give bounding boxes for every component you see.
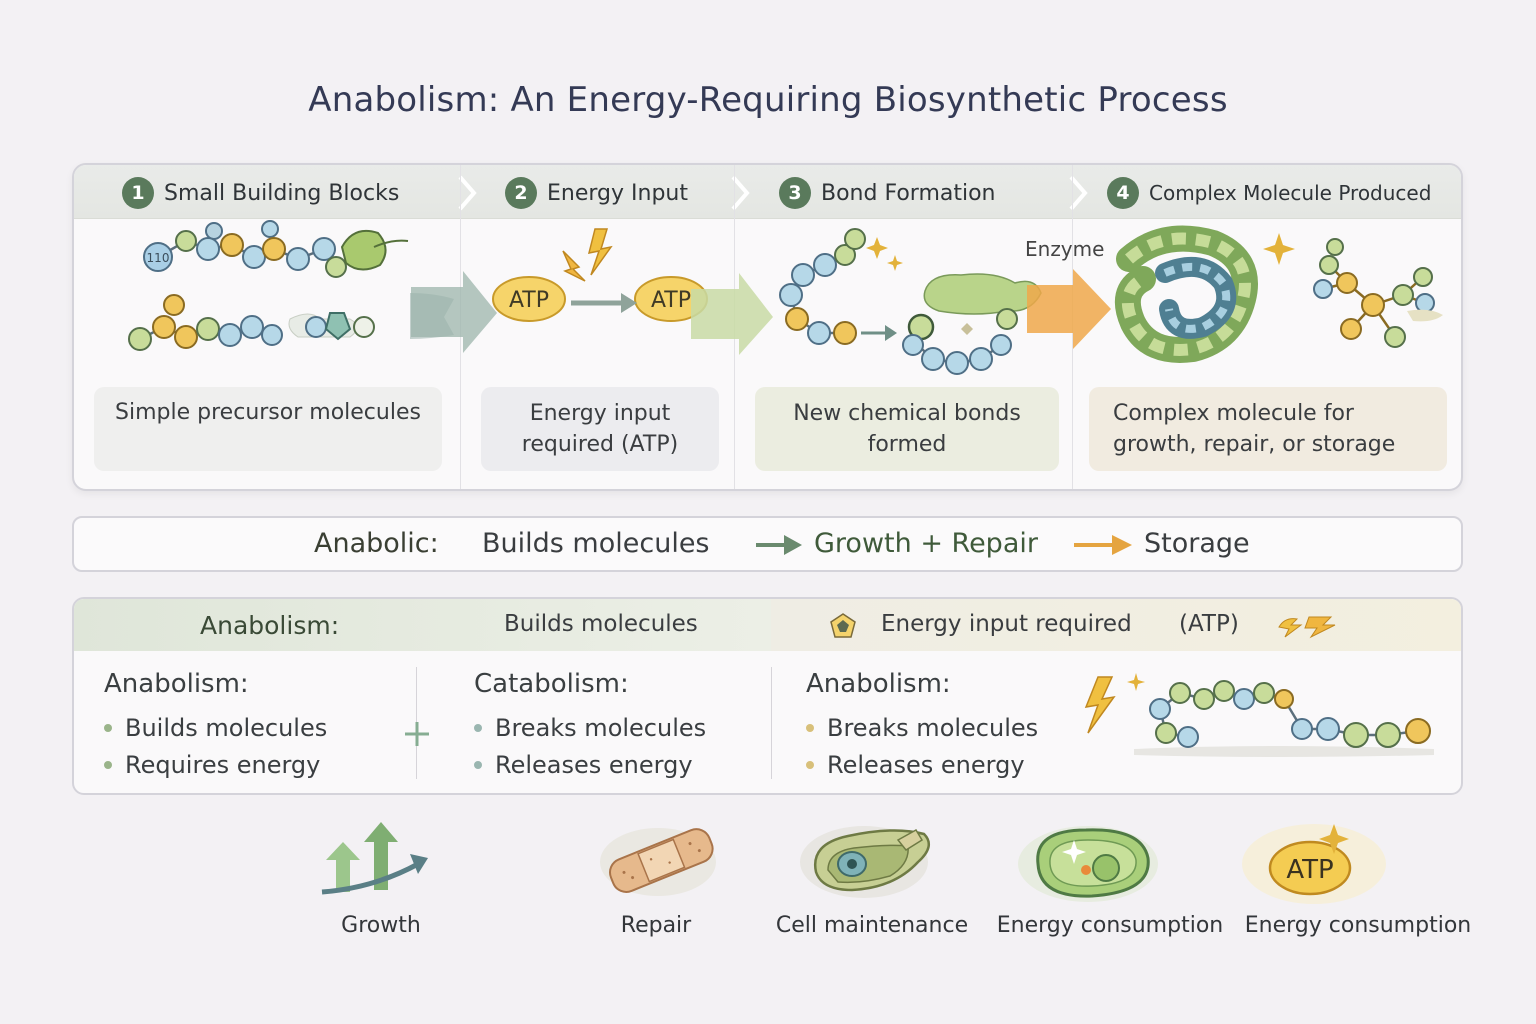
icon-label: Growth (341, 913, 421, 938)
arrow-right-icon (1074, 535, 1132, 555)
stage-number: 1 (122, 177, 154, 209)
list-item: Requires energy (104, 746, 327, 783)
strip-step: Growth + Repair (814, 528, 1038, 559)
stage-3-caption: New chemical bonds formed (755, 387, 1059, 471)
stage-4-heading: 4 Complex Molecule Produced (1107, 177, 1431, 209)
stage-caption-line: Energy input (529, 401, 671, 426)
stage-label: Small Building Blocks (164, 180, 400, 206)
stage-2: 2 Energy Input ATP ATP Energy input requ… (411, 165, 750, 489)
list-item: Breaks molecules (474, 709, 706, 746)
strip-step: Builds molecules (482, 528, 710, 559)
stage-number: 4 (1107, 177, 1139, 209)
stage-2-caption: Energy input required (ATP) (481, 387, 719, 471)
stage-number: 3 (779, 177, 811, 209)
list-item: Releases energy (806, 746, 1038, 783)
strip-step: Storage (1144, 528, 1250, 559)
stage-label: Bond Formation (821, 180, 996, 206)
list-item: Builds molecules (104, 709, 327, 746)
column-list: Builds molecules Requires energy (104, 709, 327, 783)
list-item: Breaks molecules (806, 709, 1038, 746)
arrow-right-icon (756, 535, 802, 555)
energy-cell-icon (1018, 826, 1158, 902)
stage-1-caption: Simple precursor molecules (94, 387, 442, 471)
column-list: Breaks molecules Releases energy (474, 709, 706, 783)
block-label: 110 (147, 251, 170, 265)
comparison-header-title: Anabolism: (200, 611, 340, 640)
stage-label: Energy Input (547, 180, 688, 206)
page-title: Anabolism: An Energy-Requiring Biosynthe… (308, 80, 1228, 120)
strip-lead: Anabolic: (314, 528, 439, 559)
growth-icon (321, 822, 428, 895)
arrow-right-icon (691, 273, 773, 355)
plus-icon (405, 722, 429, 746)
list-item-text: Releases energy (495, 750, 693, 779)
bullet-icon (806, 760, 814, 769)
bullet-icon (104, 760, 112, 769)
arrow-right-icon (1027, 269, 1111, 349)
icon-label: Cell maintenance (775, 913, 969, 938)
lightning-bolt-icon (1278, 616, 1336, 639)
column-title: Anabolism: (806, 669, 951, 699)
chevron-right-icon (458, 175, 477, 211)
column-title: Catabolism: (474, 669, 629, 699)
stage-label: Complex Molecule Produced (1149, 181, 1432, 205)
stage-3-heading: 3 Bond Formation (779, 177, 996, 209)
comparison-header-right: Energy input required (ATP) (771, 599, 1461, 651)
chevron-right-icon (731, 175, 750, 211)
stage-caption-line: required (ATP) (521, 432, 679, 457)
atp-label: ATP (509, 288, 549, 313)
molecule-chain-illustration (1084, 673, 1434, 757)
chevron-right-icon (1069, 175, 1088, 211)
bullet-icon (806, 723, 814, 732)
icon-label: Energy consumption (1244, 913, 1472, 938)
building-blocks-molecules: 110 (128, 220, 454, 351)
stage-number: 2 (505, 177, 537, 209)
bond-formation-molecules (779, 228, 1042, 375)
stage-4-caption: Complex molecule for growth, repair, or … (1089, 387, 1447, 471)
icon-label: Repair (620, 913, 692, 938)
stage-caption-line: Complex molecule for (1113, 401, 1354, 426)
stage-header (74, 165, 1461, 219)
stage-1: 1 Small Building Blocks 110 (74, 165, 477, 489)
comparison-header-unit: (ATP) (1179, 611, 1239, 637)
icon-label: Energy consumption (996, 913, 1224, 938)
column-title: Anabolism: (104, 669, 249, 699)
stage-1-heading: 1 Small Building Blocks (122, 177, 399, 209)
energy-badge-icon (830, 613, 856, 638)
bullet-icon (104, 723, 112, 732)
bullet-icon (474, 723, 482, 732)
anabolic-summary-strip: Anabolic: Builds molecules Growth + Repa… (72, 516, 1463, 572)
atp-coin-icon: ATP (1242, 824, 1386, 904)
list-item-text: Requires energy (125, 750, 321, 779)
atp-badge: ATP (1286, 855, 1333, 885)
stage-3: 3 Bond Formation (691, 165, 1104, 489)
comparison-header-energy: Energy input required (881, 611, 1132, 637)
list-item-text: Breaks molecules (827, 713, 1039, 742)
list-item-text: Breaks molecules (495, 713, 707, 742)
comparison-panel: Anabolism: Builds molecules Energy input… (72, 597, 1463, 795)
stage-2-heading: 2 Energy Input (505, 177, 688, 209)
complex-molecule-protein (1114, 225, 1443, 363)
comparison-header-left: Anabolism: Builds molecules (74, 599, 771, 651)
stage-panel: 1 Small Building Blocks 110 (72, 163, 1463, 491)
list-item-text: Builds molecules (125, 713, 328, 742)
column-list: Breaks molecules Releases energy (806, 709, 1038, 783)
stage-caption-line: New chemical bonds (793, 401, 1021, 426)
stage-caption-line: growth, repair, or storage (1113, 432, 1396, 457)
list-item-text: Releases energy (827, 750, 1025, 779)
atp-energy-input: ATP ATP (492, 228, 708, 322)
column-divider (771, 667, 772, 779)
stage-4: 4 Complex Molecule Produced (1027, 165, 1461, 489)
stage-caption-line: formed (867, 432, 947, 457)
comparison-header-text: Builds molecules (504, 611, 698, 637)
enzyme-label: Enzyme (1025, 237, 1105, 261)
arrow-right-icon (411, 271, 497, 353)
bullet-icon (474, 760, 482, 769)
bandage-icon (600, 828, 716, 896)
list-item: Releases energy (474, 746, 706, 783)
atp-label: ATP (651, 288, 691, 313)
stage-caption-line: Simple precursor molecules (115, 400, 421, 425)
cell-icon (800, 826, 931, 898)
